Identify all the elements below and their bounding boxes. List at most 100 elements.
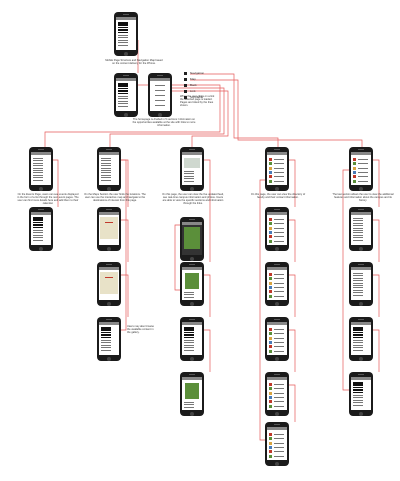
thumbnail-icon	[269, 162, 272, 166]
thumbnail-icon	[269, 395, 272, 399]
map-image	[100, 272, 118, 294]
screen-text-line	[101, 170, 111, 171]
list-line	[274, 329, 284, 330]
screen-text-line	[33, 226, 43, 229]
status-bar	[31, 152, 51, 155]
status-bar	[351, 152, 371, 155]
screen-text-line	[353, 384, 363, 386]
screen-text-line	[184, 331, 194, 334]
legend-label: Map	[190, 77, 196, 81]
phone-screen	[351, 377, 371, 410]
phone-screen	[150, 78, 170, 111]
thumbnail-icon	[269, 340, 272, 344]
directory-column-note: On this page, the user can view the dire…	[250, 193, 306, 200]
home-button-icon	[190, 301, 194, 306]
screen-text-line	[353, 275, 363, 277]
list-line	[274, 455, 284, 457]
legend-label: Scrollable	[190, 95, 204, 99]
earpiece-icon	[189, 319, 195, 320]
thumbnail-icon	[269, 170, 272, 174]
screen-text-line	[33, 224, 43, 226]
screen-text-line	[184, 173, 194, 175]
screen-text-line	[353, 239, 363, 241]
screen-text-line	[353, 382, 363, 384]
home-button-icon	[190, 411, 194, 416]
list-line	[274, 171, 284, 173]
list-line	[358, 171, 368, 173]
list-line	[274, 274, 284, 275]
legend-marker-icon	[184, 78, 187, 81]
screen-text-line	[353, 329, 363, 331]
screen-text-line	[353, 227, 363, 229]
thumbnail-icon	[269, 158, 272, 161]
list-line	[274, 438, 284, 440]
screen-text-line	[118, 92, 128, 95]
screen-text-line	[118, 26, 128, 29]
list-line	[274, 384, 284, 385]
thumbnail-icon	[269, 218, 272, 221]
status-bar	[351, 322, 371, 325]
list-line	[274, 442, 284, 444]
screen-text-line	[101, 165, 111, 167]
thumbnail-icon	[269, 222, 272, 226]
thumbnail-icon	[353, 179, 356, 183]
thumbnail-icon	[269, 277, 272, 281]
list-line	[274, 446, 284, 448]
list-line	[274, 223, 284, 225]
phone-events-detail	[29, 207, 53, 251]
status-bar	[116, 17, 136, 20]
screen-text-line	[101, 347, 111, 349]
thumbnail-icon	[269, 226, 272, 230]
screen-text-line	[353, 232, 363, 234]
screen-text-line	[101, 342, 111, 344]
list-line	[274, 350, 284, 352]
phone-maps-list	[97, 147, 121, 191]
legend-marker-icon	[184, 96, 187, 99]
phone-screen	[351, 152, 371, 185]
phone-screen	[99, 322, 119, 355]
screen-text-line	[118, 87, 128, 90]
screen-text-line	[184, 406, 194, 408]
list-line	[358, 180, 368, 182]
screen-text-line	[184, 171, 194, 172]
earpiece-icon	[157, 75, 163, 76]
connection-line	[172, 90, 229, 147]
screen-text-line	[33, 179, 43, 181]
list-line	[274, 388, 284, 390]
screen-text-line	[353, 282, 363, 284]
screen-text-line	[101, 174, 111, 176]
screen-text-line	[118, 44, 128, 46]
structure-note: The homepage is divided in 5 sections: I…	[132, 118, 196, 128]
phone-screen	[99, 152, 119, 185]
list-line	[274, 231, 284, 233]
thumbnail-icon	[269, 332, 272, 336]
list-line	[274, 295, 284, 297]
phone-features-2	[349, 207, 373, 251]
earpiece-icon	[274, 374, 280, 375]
screen-text-line	[353, 347, 363, 349]
home-button-icon	[359, 246, 363, 251]
thumbnail-icon	[269, 239, 272, 243]
screen-text-line	[353, 294, 363, 296]
screen-text-line	[184, 342, 194, 344]
thumbnail-icon	[269, 445, 272, 449]
phone-features-4	[349, 317, 373, 361]
status-bar	[150, 78, 170, 81]
phone-screen	[99, 212, 119, 245]
screen-text-line	[118, 90, 128, 92]
screen-text-line	[353, 285, 363, 286]
list-line	[274, 227, 284, 229]
thumbnail-icon	[269, 391, 272, 395]
screen-text-line	[33, 160, 43, 162]
thumbnail-icon	[269, 345, 272, 349]
screen-text-line	[353, 334, 363, 336]
status-bar	[182, 322, 202, 325]
screen-text-line	[101, 329, 111, 331]
screen-text-line	[33, 217, 43, 219]
earpiece-icon	[274, 209, 280, 210]
screen-text-line	[101, 177, 111, 179]
feed-image	[184, 158, 200, 168]
legend-marker-icon	[184, 84, 187, 87]
screen-text-line	[33, 158, 43, 159]
earpiece-icon	[106, 209, 112, 210]
